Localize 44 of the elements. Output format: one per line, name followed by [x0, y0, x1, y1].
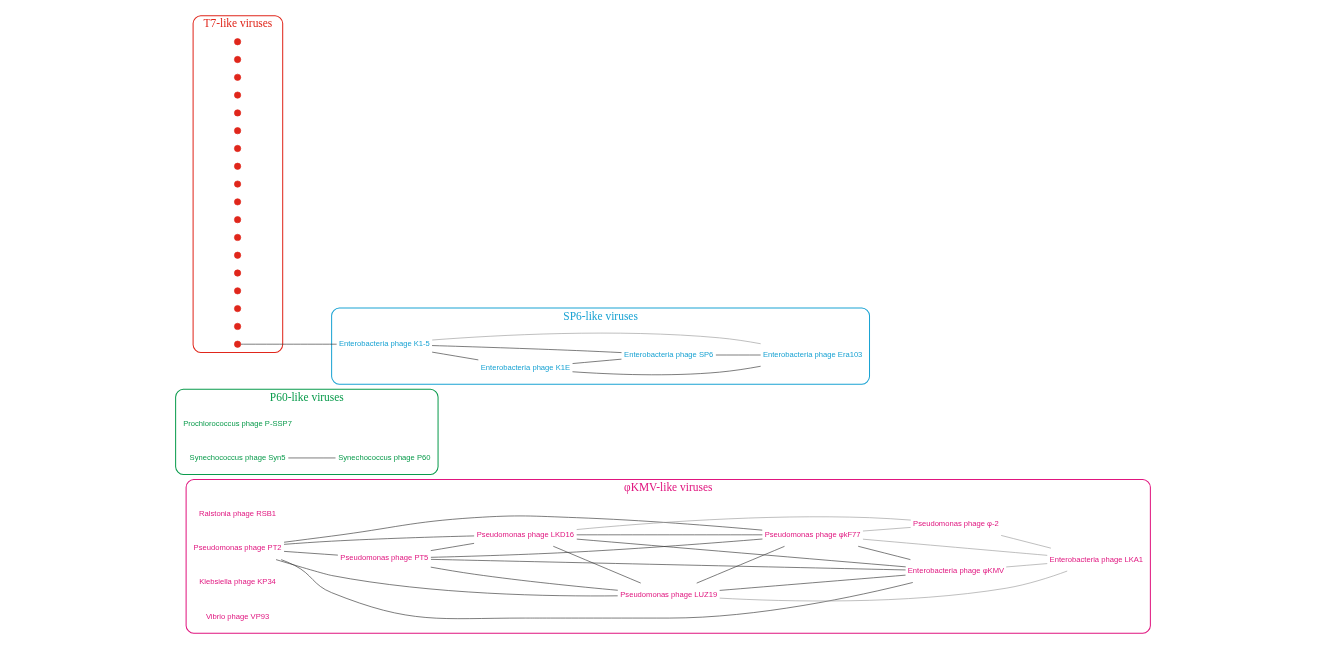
node-circle: [234, 109, 242, 117]
connector: [857, 545, 911, 560]
connector: [430, 566, 619, 591]
node-circle: [234, 287, 242, 295]
node-circle: [234, 322, 242, 330]
node-circle: [234, 216, 242, 224]
connector: [696, 546, 785, 584]
connector: [283, 535, 475, 545]
connector: [572, 365, 761, 376]
node-circle: [234, 233, 242, 241]
connector: [576, 516, 912, 530]
connector: [275, 559, 619, 597]
node-circle: [234, 127, 242, 135]
node-circle: [234, 305, 242, 313]
connector: [1005, 563, 1048, 568]
connector: [283, 551, 339, 556]
cluster: T7-like viruses: [192, 15, 284, 353]
node-circle: [234, 38, 242, 46]
connector: [719, 574, 906, 591]
node-circle: [234, 162, 242, 170]
node-circle: [234, 91, 242, 99]
connector: [576, 538, 907, 568]
connector: [430, 543, 475, 551]
connector: [430, 538, 763, 558]
connector: [1000, 535, 1052, 549]
connector: [283, 515, 763, 543]
node-circle: [234, 56, 242, 63]
connector: [431, 345, 622, 353]
connector: [552, 545, 642, 584]
node-circle: [234, 198, 242, 206]
connector: [431, 351, 479, 361]
node-circle: [234, 73, 242, 81]
connector: [862, 538, 1048, 556]
connector: [719, 570, 1068, 602]
connector: [430, 559, 906, 571]
connector: [431, 332, 761, 345]
node-circle: [234, 269, 242, 277]
node-circle: [234, 180, 242, 188]
connector: [280, 559, 914, 619]
connector: [862, 527, 911, 532]
connector: [572, 358, 622, 364]
node-circle: [234, 145, 242, 152]
node-circle: [234, 251, 242, 259]
node-circle: [234, 340, 242, 348]
